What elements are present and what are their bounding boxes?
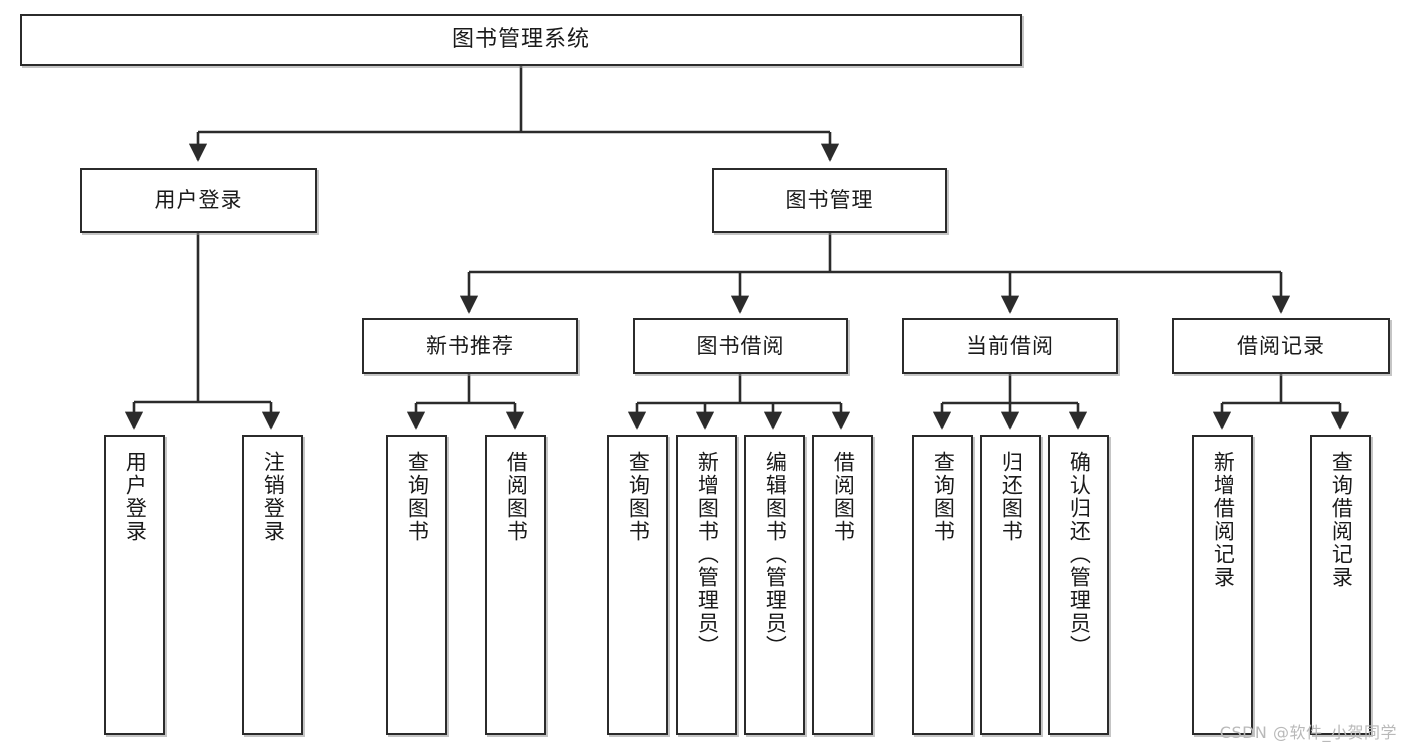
leaf-borrow-edit-book-label: 编辑图书（管理员） (763, 451, 788, 658)
leaf-borrow-query-book-label: 查询图书 (626, 451, 651, 543)
leaf-record-add[interactable]: 新增借阅记录 (1192, 435, 1253, 735)
leaf-record-query[interactable]: 查询借阅记录 (1310, 435, 1371, 735)
node-root-label: 图书管理系统 (451, 27, 590, 53)
node-borrow-record-label: 借阅记录 (1237, 333, 1325, 358)
leaf-current-return-book[interactable]: 归还图书 (980, 435, 1041, 735)
node-user-login[interactable]: 用户登录 (80, 168, 317, 233)
leaf-current-return-book-label: 归还图书 (999, 451, 1024, 543)
leaf-user-login[interactable]: 用户登录 (104, 435, 165, 735)
node-book-management-label: 图书管理 (785, 188, 874, 213)
leaf-recommend-query-book[interactable]: 查询图书 (386, 435, 447, 735)
leaf-record-query-label: 查询借阅记录 (1329, 451, 1354, 589)
leaf-borrow-add-book-label: 新增图书（管理员） (695, 451, 720, 658)
leaf-borrow-edit-book[interactable]: 编辑图书（管理员） (744, 435, 805, 735)
leaf-recommend-borrow-book-label: 借阅图书 (504, 451, 529, 543)
node-root[interactable]: 图书管理系统 (20, 14, 1022, 66)
node-book-management[interactable]: 图书管理 (712, 168, 947, 233)
leaf-borrow-borrow-book-label: 借阅图书 (831, 451, 856, 543)
leaf-user-logout[interactable]: 注销登录 (242, 435, 303, 735)
node-new-book-recommend-label: 新书推荐 (426, 333, 514, 358)
leaf-recommend-borrow-book[interactable]: 借阅图书 (485, 435, 546, 735)
node-current-borrow[interactable]: 当前借阅 (902, 318, 1118, 374)
leaf-current-query-book-label: 查询图书 (931, 451, 956, 543)
node-book-borrow[interactable]: 图书借阅 (633, 318, 848, 374)
leaf-current-confirm-return[interactable]: 确认归还（管理员） (1048, 435, 1109, 735)
leaf-recommend-query-book-label: 查询图书 (405, 451, 430, 543)
leaf-borrow-add-book[interactable]: 新增图书（管理员） (676, 435, 737, 735)
leaf-borrow-borrow-book[interactable]: 借阅图书 (812, 435, 873, 735)
node-borrow-record[interactable]: 借阅记录 (1172, 318, 1390, 374)
node-user-login-label: 用户登录 (154, 188, 243, 213)
node-current-borrow-label: 当前借阅 (966, 333, 1054, 358)
node-book-borrow-label: 图书借阅 (696, 333, 785, 358)
node-new-book-recommend[interactable]: 新书推荐 (362, 318, 578, 374)
leaf-record-add-label: 新增借阅记录 (1211, 451, 1236, 589)
leaf-current-query-book[interactable]: 查询图书 (912, 435, 973, 735)
leaf-borrow-query-book[interactable]: 查询图书 (607, 435, 668, 735)
leaf-current-confirm-return-label: 确认归还（管理员） (1067, 451, 1092, 658)
leaf-user-login-label: 用户登录 (123, 451, 148, 543)
csdn-watermark: CSDN @软件_小贺同学 (1219, 723, 1397, 742)
leaf-user-logout-label: 注销登录 (261, 451, 286, 543)
